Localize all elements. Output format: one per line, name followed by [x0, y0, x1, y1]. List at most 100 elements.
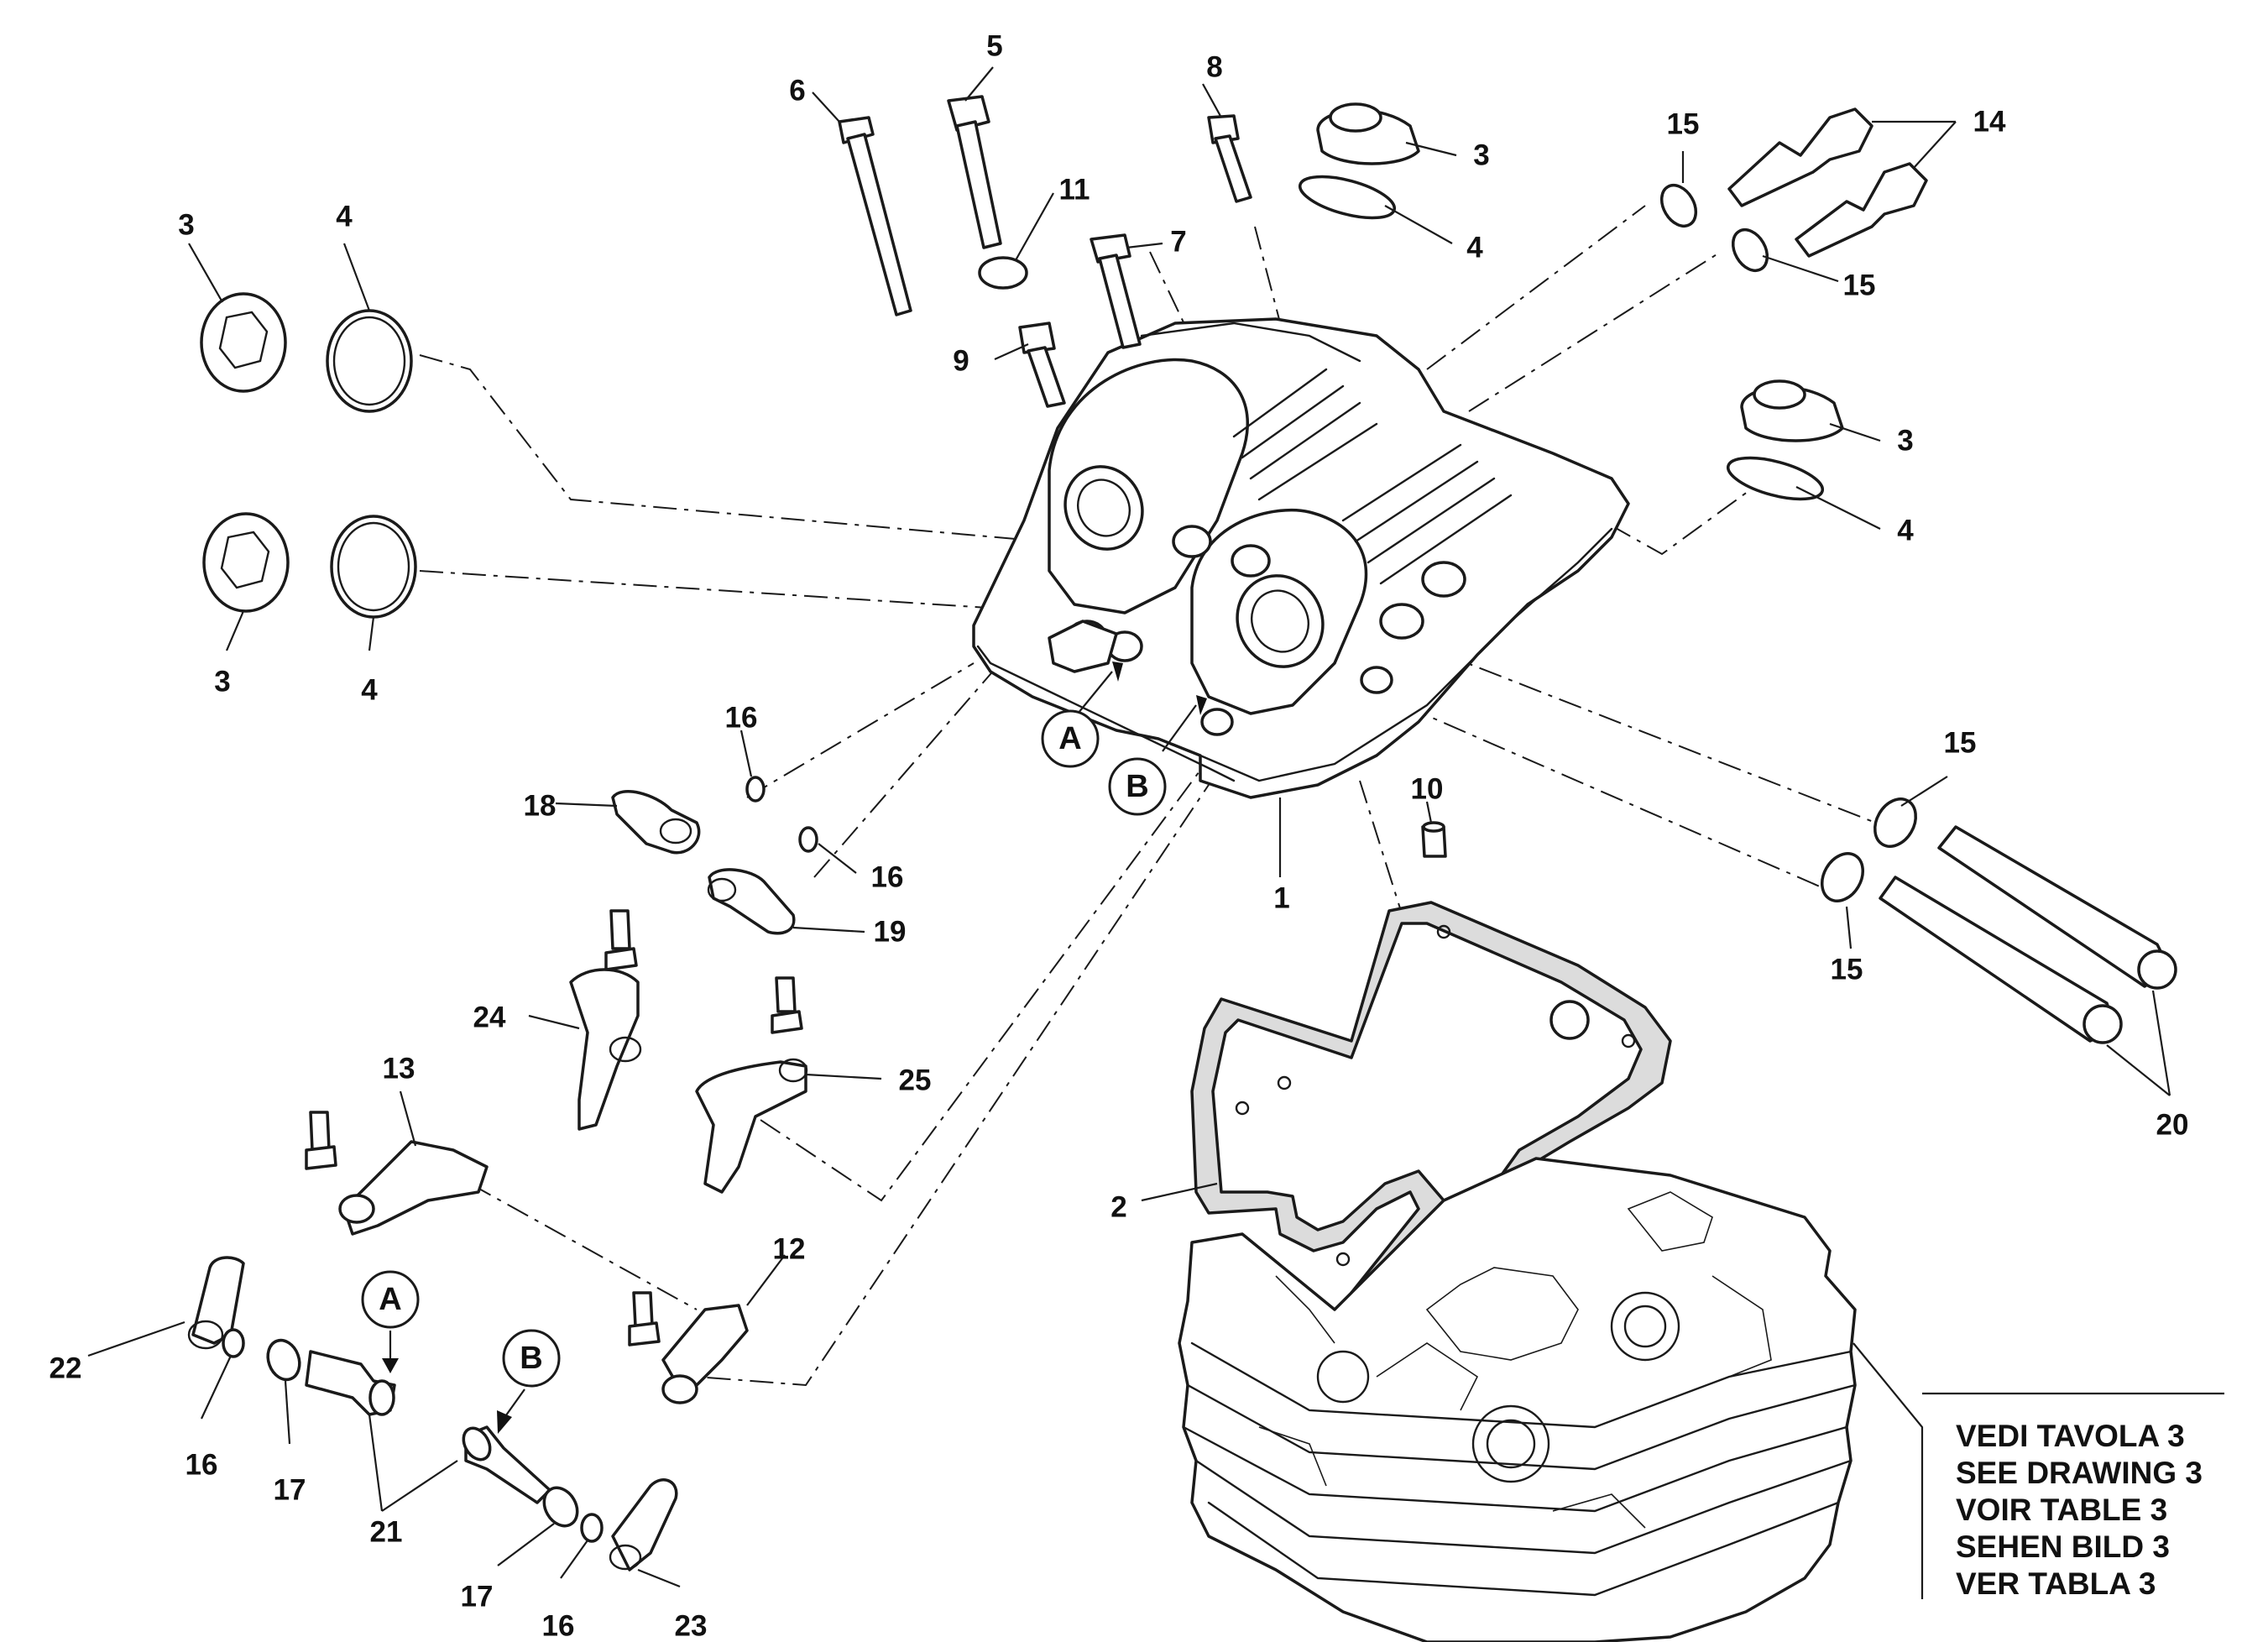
- pin-14-upper: [1727, 107, 1873, 207]
- stud-20-upper: [1937, 825, 2177, 990]
- circlip-16-mid: [798, 826, 818, 853]
- ref-circle-a-upper: [1041, 709, 1100, 768]
- plug-3-upper-left: [200, 292, 287, 393]
- callout-16-lower-right: 16: [542, 1610, 575, 1642]
- callouts: 1 2 3 3 3 3 4 4 4 4 5 6 7 8 9 10 11 12 1…: [50, 30, 2189, 1642]
- callout-15-right-upper: 15: [1944, 727, 1977, 760]
- callout-6: 6: [789, 75, 805, 107]
- ref-circle-a-lower: [361, 1270, 420, 1329]
- rocker-19: [707, 868, 796, 935]
- oring-4-lower-left: [330, 515, 417, 619]
- washer-15-mid: [1731, 228, 1769, 272]
- callout-20: 20: [2156, 1109, 2189, 1142]
- note-line-2: SEE DRAWING 3: [1956, 1456, 2203, 1490]
- note-line-4: SEHEN BILD 3: [1956, 1530, 2170, 1564]
- note-line-5: VER TABLA 3: [1956, 1566, 2156, 1601]
- lever-22: [187, 1256, 245, 1350]
- bolt-6: [838, 116, 912, 316]
- ref-circle-b-upper: [1108, 757, 1167, 816]
- circlip-16-right: [580, 1513, 604, 1543]
- cylinder-block: [1178, 1157, 1857, 1642]
- callout-16-mid: 16: [871, 861, 904, 894]
- note-line-3: VOIR TABLE 3: [1956, 1493, 2167, 1527]
- washer-17-left: [266, 1338, 301, 1382]
- washer-15-right-upper: [1873, 797, 1917, 848]
- head-gasket: [1190, 901, 1672, 1320]
- reference-note: VEDI TAVOLA 3 SEE DRAWING 3 VOIR TABLE 3…: [1956, 1419, 2203, 1601]
- ref-label-b-upper: B: [1126, 769, 1148, 804]
- callout-15-mid: 15: [1843, 269, 1876, 302]
- washer-11: [978, 256, 1028, 290]
- ref-label-a-upper: A: [1058, 721, 1081, 756]
- dowel-10: [1421, 821, 1447, 858]
- ref-label-a-lower: A: [379, 1282, 401, 1317]
- plug-3-right: [1740, 379, 1844, 442]
- rocker-18: [611, 790, 701, 855]
- bolt-5: [947, 95, 1002, 249]
- callout-22: 22: [50, 1352, 82, 1385]
- callout-24: 24: [473, 1001, 506, 1034]
- washer-17-right: [542, 1486, 579, 1528]
- shaft-21-b: [462, 1425, 551, 1504]
- bolt-9: [1018, 322, 1066, 408]
- oring-4-top: [1298, 175, 1397, 220]
- callout-9: 9: [953, 345, 969, 378]
- plug-3-top: [1316, 102, 1420, 165]
- callout-14: 14: [1973, 106, 2006, 139]
- callout-1: 1: [1273, 882, 1289, 915]
- callout-4-right: 4: [1897, 515, 1914, 547]
- callout-18: 18: [524, 790, 557, 823]
- callout-7: 7: [1170, 226, 1186, 259]
- bolt-8: [1207, 114, 1252, 203]
- callout-4-top: 4: [1466, 232, 1483, 264]
- leader-lines: [87, 66, 2224, 1599]
- ref-label-b-lower: B: [520, 1341, 542, 1376]
- callout-11: 11: [1059, 174, 1090, 207]
- lever-23: [609, 1478, 678, 1571]
- oring-4-right: [1726, 456, 1825, 501]
- washer-15-right-lower: [1821, 852, 1864, 902]
- callout-3-top: 3: [1473, 139, 1489, 172]
- callout-15-right-lower: 15: [1831, 954, 1863, 986]
- callout-4-upper-left: 4: [336, 201, 353, 233]
- rocker-25: [695, 976, 808, 1194]
- oring-4-upper-left: [326, 309, 413, 413]
- ref-arrow-B-lower: [497, 1388, 525, 1434]
- callout-4-lower-left: 4: [361, 674, 378, 707]
- bolt-7: [1090, 233, 1142, 349]
- callout-15-top: 15: [1667, 108, 1700, 141]
- callout-21: 21: [370, 1516, 403, 1549]
- callout-19: 19: [874, 916, 907, 949]
- callout-3-upper-left: 3: [178, 209, 194, 242]
- callout-16-upper: 16: [725, 702, 758, 735]
- rocker-13: [305, 1111, 489, 1236]
- rocker-24: [569, 909, 642, 1131]
- plug-3-lower-left: [202, 512, 290, 613]
- callout-8: 8: [1206, 51, 1222, 84]
- callout-23: 23: [675, 1610, 708, 1642]
- callout-3-lower-left: 3: [214, 666, 230, 698]
- circlip-16-upper: [745, 776, 766, 803]
- shaft-21-a: [305, 1350, 396, 1416]
- callout-16-lower-left: 16: [186, 1449, 218, 1482]
- circlip-16-left: [222, 1328, 245, 1358]
- callout-12: 12: [773, 1233, 806, 1266]
- callout-3-right: 3: [1897, 425, 1913, 458]
- ref-circle-b-lower: [502, 1329, 561, 1388]
- callout-25: 25: [899, 1064, 932, 1097]
- callout-2: 2: [1110, 1191, 1126, 1224]
- valve-cover-head: [972, 317, 1630, 799]
- washer-15-upper: [1659, 184, 1698, 227]
- note-line-1: VEDI TAVOLA 3: [1956, 1419, 2185, 1453]
- ref-arrow-A-upper: [1074, 662, 1123, 719]
- callout-5: 5: [986, 30, 1002, 63]
- ref-arrow-B-upper: [1162, 695, 1207, 752]
- callout-17-left: 17: [274, 1474, 306, 1507]
- ref-arrow-A-lower: [382, 1331, 399, 1373]
- rocker-12: [628, 1291, 749, 1404]
- callout-13: 13: [383, 1053, 415, 1085]
- stud-20-lower: [1879, 876, 2123, 1044]
- pin-14-lower: [1795, 162, 1928, 258]
- callout-10: 10: [1411, 773, 1444, 806]
